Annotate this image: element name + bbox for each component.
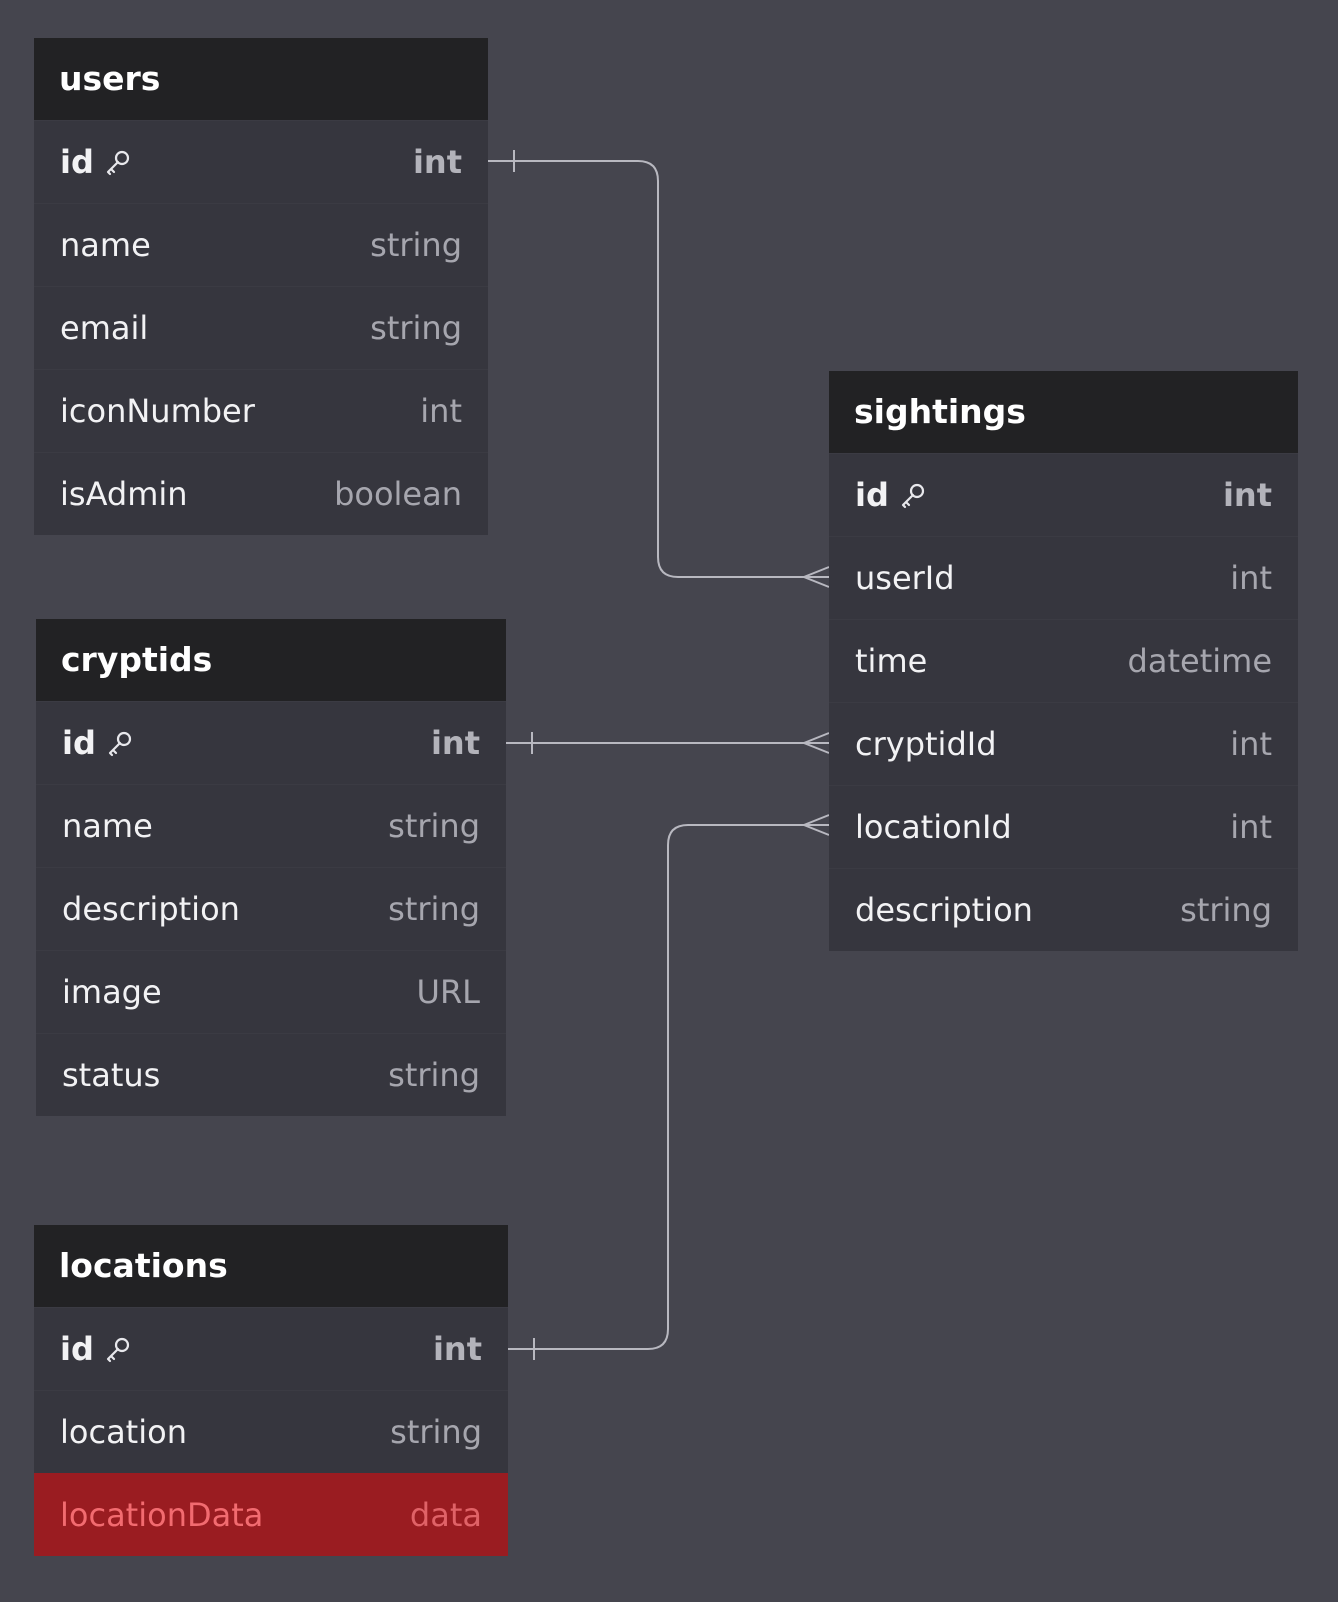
column-name: name [60,226,151,264]
column-name: image [62,973,162,1011]
column-type: string [390,1413,482,1451]
column-row-email[interactable]: email string [34,286,488,369]
column-row-id[interactable]: id int [36,701,506,784]
column-name: iconNumber [60,392,255,430]
column-type: int [1230,725,1272,763]
column-row-description[interactable]: description string [36,867,506,950]
column-row-locationid[interactable]: locationId int [829,785,1298,868]
column-type: boolean [334,475,462,513]
column-row-id[interactable]: id int [829,453,1298,536]
column-row-id[interactable]: id int [34,1307,508,1390]
column-type: string [370,226,462,264]
column-name: id [62,724,96,762]
column-type: string [388,890,480,928]
connector-users-sightings [488,160,829,578]
key-icon [901,483,924,509]
many-marker-sightings-locationid [801,814,830,836]
table-cryptids[interactable]: cryptids id int name string description … [36,619,506,1116]
column-type: int [1222,476,1272,514]
column-row-iconnumber[interactable]: iconNumber int [34,369,488,452]
column-name: description [62,890,240,928]
column-row-isadmin[interactable]: isAdmin boolean [34,452,488,535]
column-name: description [855,891,1033,929]
column-name: isAdmin [60,475,188,513]
column-row-description[interactable]: description string [829,868,1298,951]
key-icon [106,1337,129,1363]
column-name: status [62,1056,161,1094]
column-name: locationId [855,808,1012,846]
table-title: locations [34,1225,508,1307]
table-users[interactable]: users id int name string email string ic… [34,38,488,535]
connector-locations-sightings [508,824,829,1350]
column-type: int [420,392,462,430]
column-row-image[interactable]: image URL [36,950,506,1033]
table-locations[interactable]: locations id int location string locatio… [34,1225,508,1556]
column-name: id [855,476,889,514]
table-title: sightings [829,371,1298,453]
column-name: location [60,1413,187,1451]
table-title: users [34,38,488,120]
column-type: int [1230,559,1272,597]
column-type: string [388,807,480,845]
column-type: datetime [1127,642,1272,680]
column-name: cryptidId [855,725,997,763]
many-marker-sightings-userid [801,566,830,588]
column-row-locationdata[interactable]: locationData data [34,1473,508,1556]
column-type: string [1180,891,1272,929]
column-type: int [1230,808,1272,846]
key-icon [106,150,129,176]
column-name: email [60,309,149,347]
column-name: id [60,143,94,181]
column-name: name [62,807,153,845]
column-name: locationData [60,1496,264,1534]
column-row-id[interactable]: id int [34,120,488,203]
column-row-status[interactable]: status string [36,1033,506,1116]
column-type: int [430,724,480,762]
column-row-location[interactable]: location string [34,1390,508,1473]
table-sightings[interactable]: sightings id int userId int time datetim… [829,371,1298,951]
column-type: int [412,143,462,181]
key-icon [108,731,131,757]
column-type: data [409,1496,482,1534]
column-name: time [855,642,928,680]
column-name: userId [855,559,955,597]
column-type: int [432,1330,482,1368]
column-row-name[interactable]: name string [36,784,506,867]
column-row-cryptidid[interactable]: cryptidId int [829,702,1298,785]
column-type: string [388,1056,480,1094]
column-row-name[interactable]: name string [34,203,488,286]
column-row-userid[interactable]: userId int [829,536,1298,619]
column-name: id [60,1330,94,1368]
table-title: cryptids [36,619,506,701]
many-marker-sightings-cryptidid [801,732,830,754]
column-type: string [370,309,462,347]
column-row-time[interactable]: time datetime [829,619,1298,702]
column-type: URL [416,973,480,1011]
